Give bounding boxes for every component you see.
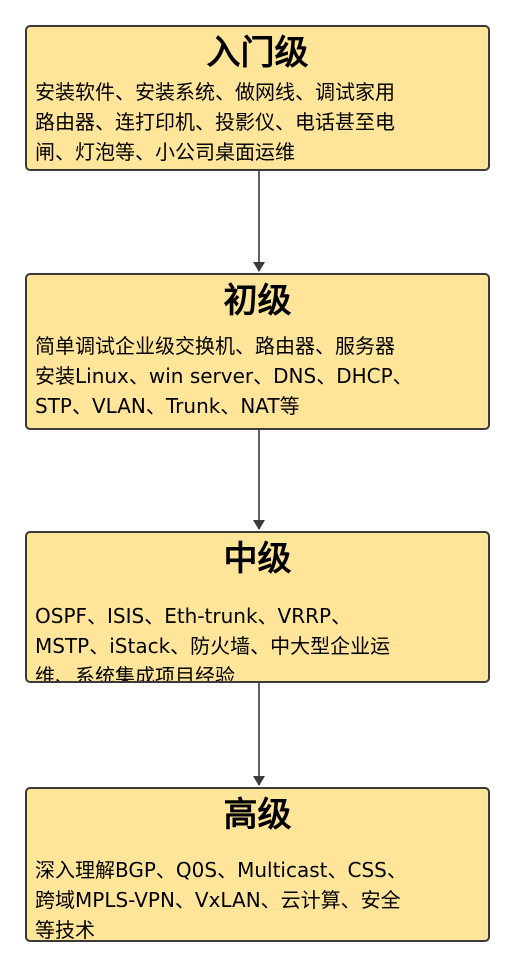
description-line: 等技术 (35, 918, 95, 942)
level-box-junior: 初级 简单调试企业级交换机、路由器、服务器 安装Linux、win server… (25, 273, 490, 430)
level-title: 初级 (223, 281, 292, 321)
level-box-entry: 入门级 安装软件、安装系统、做网线、调试家用 路由器、连打印机、投影仪、电话甚至… (25, 25, 490, 171)
level-description: OSPF、ISIS、Eth-trunk、VRRP、 MSTP、iStack、防火… (27, 601, 488, 683)
level-description: 简单调试企业级交换机、路由器、服务器 安装Linux、win server、DN… (27, 331, 488, 421)
description-line: MSTP、iStack、防火墙、中大型企业运 (35, 634, 391, 658)
level-box-intermediate: 中级 OSPF、ISIS、Eth-trunk、VRRP、 MSTP、iStack… (25, 531, 490, 683)
level-description: 深入理解BGP、Q0S、Multicast、CSS、 跨域MPLS-VPN、Vx… (27, 855, 488, 942)
description-line: 安装Linux、win server、DNS、DHCP、 (35, 364, 413, 388)
level-title: 入门级 (206, 33, 309, 73)
description-line: 跨域MPLS-VPN、VxLAN、云计算、安全 (35, 888, 401, 912)
description-line: 闸、灯泡等、小公司桌面运维 (35, 140, 295, 164)
description-line: 简单调试企业级交换机、路由器、服务器 (35, 334, 395, 358)
description-line: 深入理解BGP、Q0S、Multicast、CSS、 (35, 858, 407, 882)
description-line: 维、系统集成项目经验 (35, 664, 235, 683)
level-box-senior: 高级 深入理解BGP、Q0S、Multicast、CSS、 跨域MPLS-VPN… (25, 787, 490, 942)
level-title: 中级 (223, 539, 292, 579)
description-line: 安装软件、安装系统、做网线、调试家用 (35, 80, 395, 104)
description-line: OSPF、ISIS、Eth-trunk、VRRP、 (35, 604, 352, 628)
level-title: 高级 (223, 795, 292, 835)
description-line: 路由器、连打印机、投影仪、电话甚至电 (35, 110, 395, 134)
description-line: STP、VLAN、Trunk、NAT等 (35, 394, 300, 418)
level-description: 安装软件、安装系统、做网线、调试家用 路由器、连打印机、投影仪、电话甚至电 闸、… (27, 77, 488, 167)
